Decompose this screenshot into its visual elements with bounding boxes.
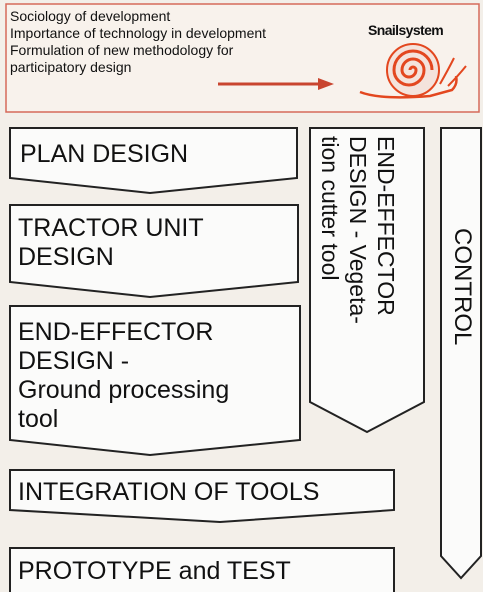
stage-plan-design-label: PLAN DESIGN	[20, 140, 188, 169]
vegetation-line: END-EFFECTOR	[373, 136, 399, 316]
stage-label-line: END-EFFECTOR	[18, 318, 214, 346]
intro-line: Formulation of new methodology for	[10, 42, 234, 58]
control-arrow	[440, 127, 482, 580]
stage-integration-box	[9, 469, 395, 524]
stage-label-line: INTEGRATION OF TOOLS	[18, 478, 320, 506]
stage-tractor-unit-label: TRACTOR UNIT DESIGN	[18, 214, 204, 272]
stage-label-line: DESIGN -	[18, 347, 130, 375]
stage-ground-tool-label: END-EFFECTOR DESIGN - Ground processing …	[18, 318, 229, 434]
stage-prototype-label: PROTOTYPE and TEST	[18, 557, 291, 586]
vegetation-line: DESIGN - Vegeta-	[345, 136, 371, 324]
stage-label-line: PLAN DESIGN	[20, 140, 189, 168]
intro-arrow	[218, 78, 334, 90]
stage-prototype-box	[9, 547, 395, 592]
intro-line: participatory design	[10, 59, 132, 75]
stage-integration-label: INTEGRATION OF TOOLS	[18, 478, 319, 507]
stage-tractor-unit-box	[9, 204, 299, 299]
stage-ground-tool-box	[9, 305, 301, 457]
stage-label-line: tool	[18, 405, 59, 433]
control-label: CONTROL	[449, 228, 476, 346]
intro-line: Importance of technology in development	[10, 25, 267, 41]
stage-label-line: PROTOTYPE and TEST	[18, 557, 291, 585]
vegetation-line: tion cutter tool	[317, 136, 343, 281]
vegetation-tool-label: END-EFFECTOR DESIGN - Vegeta- tion cutte…	[316, 136, 400, 324]
snail-system-label: Snailsystem	[368, 22, 444, 38]
stage-label-line: DESIGN	[18, 243, 114, 271]
stage-label-line: Ground processing	[18, 376, 230, 404]
intro-line: Sociology of development	[10, 8, 171, 24]
snail-icon	[359, 43, 467, 99]
stage-label-line: TRACTOR UNIT	[18, 214, 204, 242]
vegetation-tool-arrow	[309, 127, 425, 434]
intro-text: Sociology of development Importance of t…	[10, 8, 266, 76]
stage-plan-design-box	[9, 127, 298, 195]
